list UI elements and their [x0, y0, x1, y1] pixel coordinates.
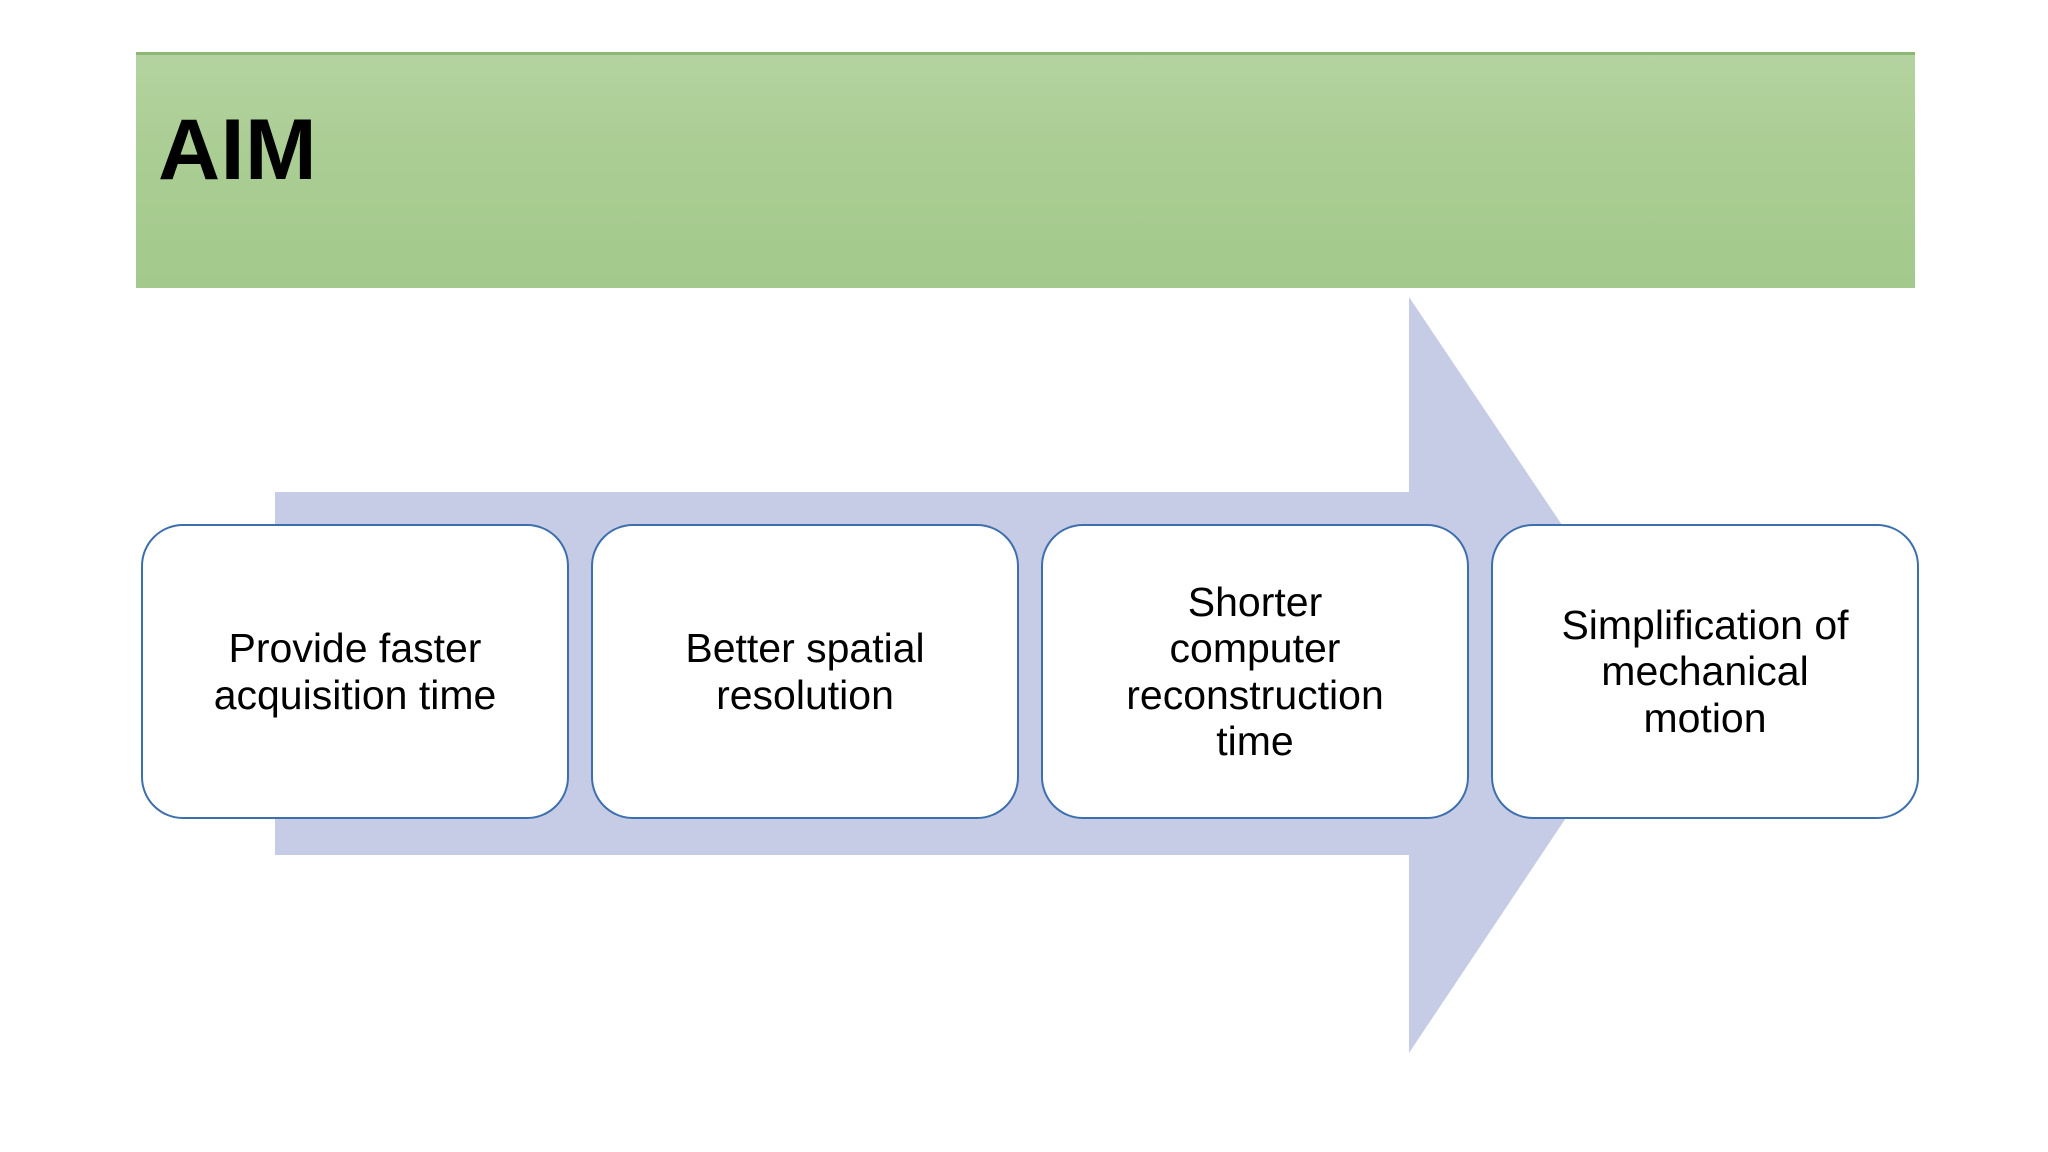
title-banner: AIM [136, 52, 1915, 288]
process-box-2[interactable]: Better spatial resolution [591, 524, 1019, 819]
process-box-4[interactable]: Simplification of mechanical motion [1491, 524, 1919, 819]
process-box-3-label: Shorter computer reconstruction time [1126, 578, 1384, 764]
process-box-2-label: Better spatial resolution [685, 625, 925, 718]
page-title: AIM [158, 102, 318, 198]
process-box-1-label: Provide faster acquisition time [213, 625, 497, 718]
process-box-1[interactable]: Provide faster acquisition time [141, 524, 569, 819]
process-box-3[interactable]: Shorter computer reconstruction time [1041, 524, 1469, 819]
process-box-4-label: Simplification of mechanical motion [1561, 602, 1849, 741]
